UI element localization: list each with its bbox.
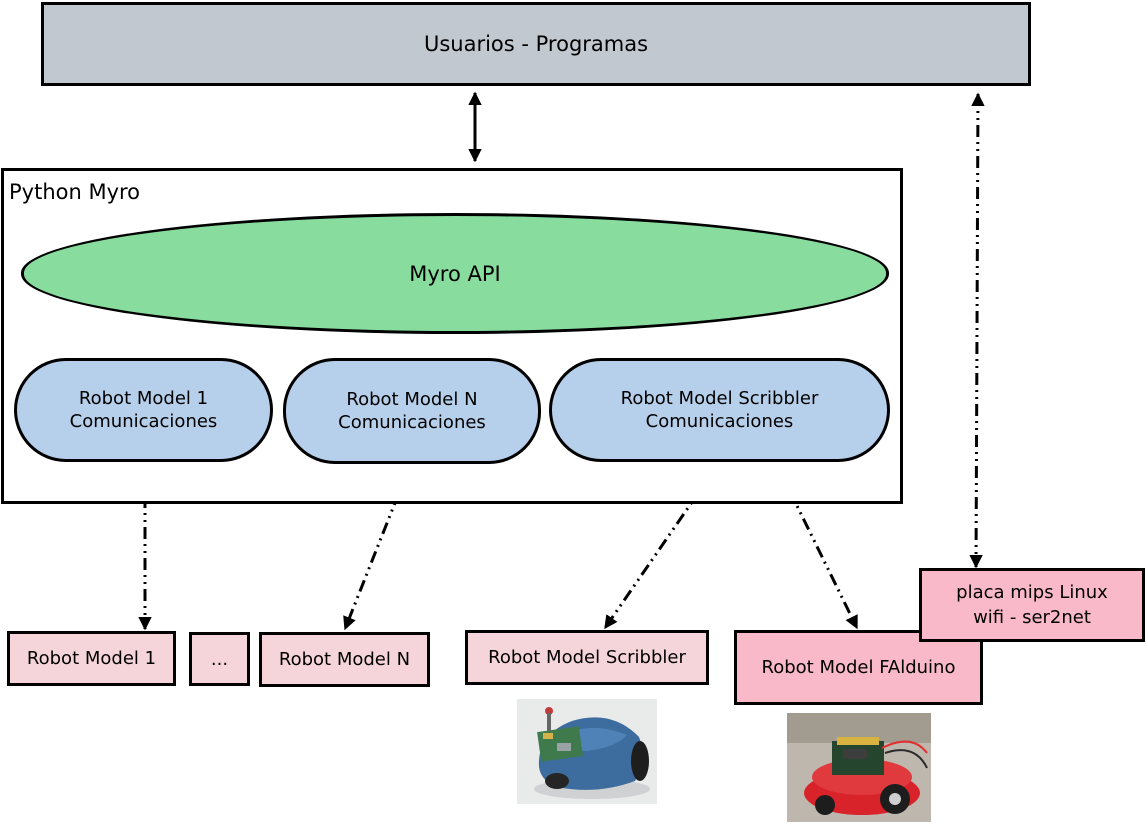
mips-line1: placa mips Linux bbox=[956, 581, 1108, 603]
robot-model-n-label: Robot Model N bbox=[278, 649, 411, 670]
robot-ellipsis-label: ... bbox=[210, 648, 229, 670]
robot-model-scribbler-label: Robot Model Scribbler bbox=[488, 647, 686, 668]
falduino-robot-photo bbox=[787, 713, 931, 822]
myro-api-ellipse: Myro API bbox=[21, 213, 889, 334]
robot-model-n-comm-pill: Robot Model N Comunicaciones bbox=[283, 358, 541, 464]
users-programs-box: Usuarios - Programas bbox=[41, 2, 1031, 86]
scribbler-robot-photo bbox=[517, 699, 657, 804]
pill-line1: Robot Model 1 bbox=[78, 387, 209, 409]
users-programs-label: Usuarios - Programas bbox=[423, 32, 649, 56]
robot-model-falduino-box: Robot Model FAlduino bbox=[734, 630, 983, 705]
robot-model-1-box: Robot Model 1 bbox=[7, 631, 176, 686]
robot-model-n-box: Robot Model N bbox=[259, 632, 430, 687]
mips-line2: wifi - ser2net bbox=[973, 607, 1091, 628]
robot-model-1-label: Robot Model 1 bbox=[26, 648, 157, 669]
pill-line2: Comunicaciones bbox=[645, 411, 794, 432]
robot-ellipsis-box: ... bbox=[189, 632, 250, 686]
robot-model-falduino-label: Robot Model FAlduino bbox=[761, 657, 956, 678]
pill-line1: Robot Model N bbox=[346, 388, 478, 410]
robot-model-1-comm-pill: Robot Model 1 Comunicaciones bbox=[14, 358, 273, 462]
mips-linux-board-box: placa mips Linux wifi - ser2net bbox=[919, 568, 1145, 642]
pill-line2: Comunicaciones bbox=[338, 412, 486, 433]
robot-model-scribbler-comm-pill: Robot Model Scribbler Comunicaciones bbox=[549, 358, 890, 462]
connector-users-mips bbox=[969, 92, 985, 569]
myro-api-label: Myro API bbox=[409, 261, 501, 286]
robot-model-scribbler-box: Robot Model Scribbler bbox=[465, 630, 709, 685]
pill-line2: Comunicaciones bbox=[69, 411, 218, 432]
pill-line1: Robot Model Scribbler bbox=[620, 387, 819, 409]
python-myro-label: Python Myro bbox=[9, 180, 141, 204]
